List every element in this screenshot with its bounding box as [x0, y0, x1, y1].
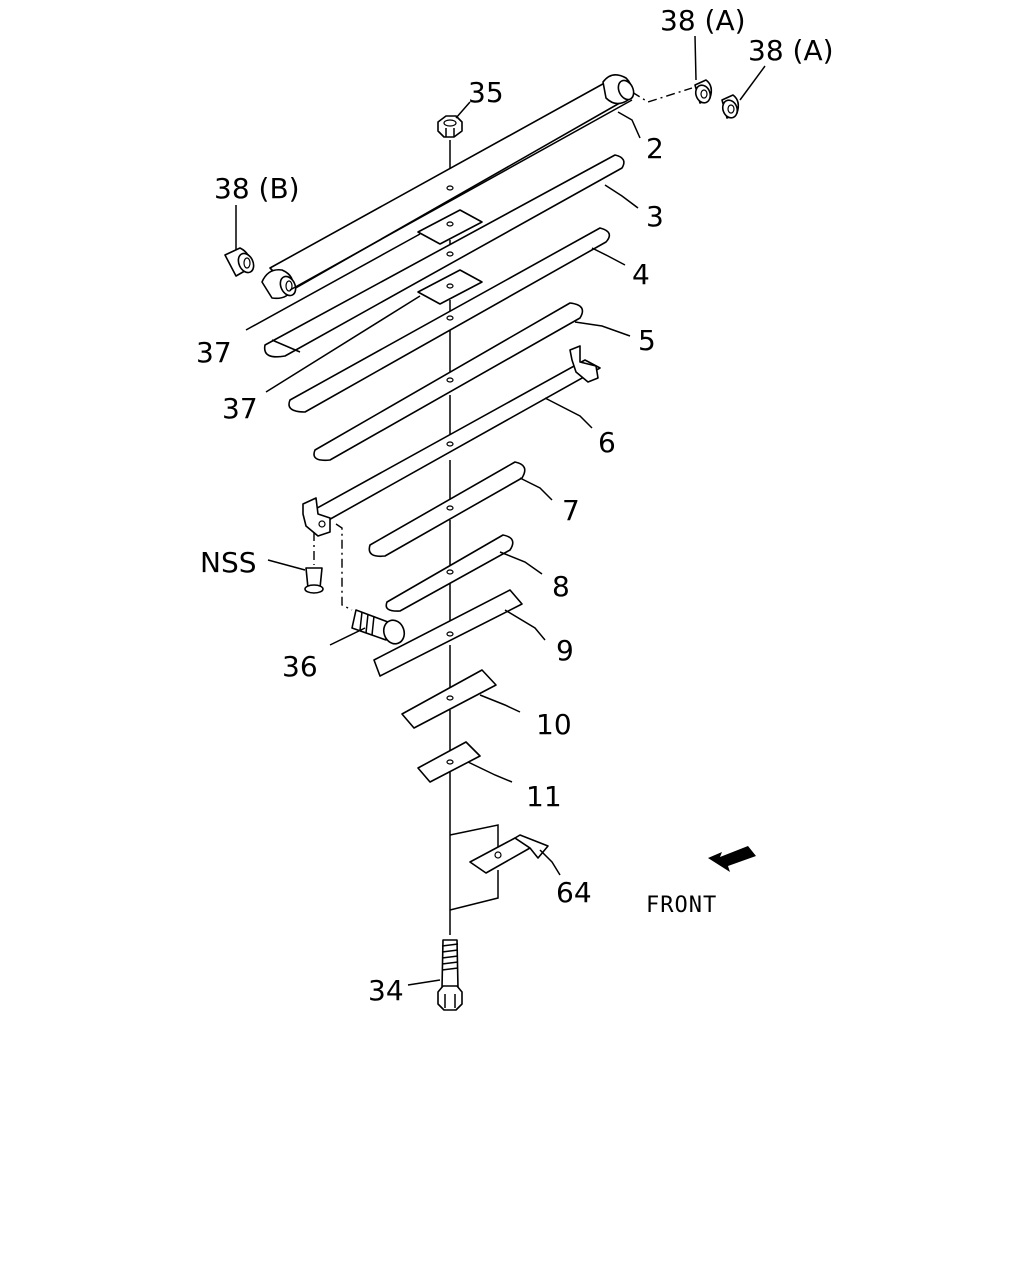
label-8: 8 — [552, 570, 570, 603]
label-38b: 38 (B) — [214, 172, 300, 205]
spacer-9 — [373, 589, 523, 677]
label-front: FRONT — [646, 893, 717, 918]
label-34: 34 — [368, 974, 404, 1007]
label-36: 36 — [282, 650, 318, 683]
label-3: 3 — [646, 200, 664, 233]
label-10: 10 — [536, 708, 572, 741]
bushing-38a-1 — [694, 79, 713, 104]
label-9: 9 — [556, 634, 574, 667]
label-7: 7 — [562, 494, 580, 527]
front-arrow-icon — [708, 846, 756, 872]
label-38a-2: 38 (A) — [748, 34, 834, 67]
leaf-8 — [385, 534, 514, 612]
liner-pad-37-lower — [417, 269, 483, 305]
label-6: 6 — [598, 426, 616, 459]
spacer-11 — [417, 741, 481, 783]
nss-pin — [304, 532, 324, 594]
bolt-36 — [335, 523, 406, 645]
leaf-3 — [263, 154, 625, 358]
liner-pad-37-upper — [417, 209, 483, 245]
label-37-2: 37 — [222, 392, 258, 425]
label-nss: NSS — [200, 546, 257, 579]
label-37-1: 37 — [196, 336, 232, 369]
label-11: 11 — [526, 780, 562, 813]
leaf-4 — [288, 227, 611, 413]
leaf-7 — [368, 461, 526, 558]
bushing-38a-2 — [721, 94, 740, 119]
label-4: 4 — [632, 258, 650, 291]
nut-35 — [437, 115, 463, 138]
label-5: 5 — [638, 324, 656, 357]
bolt-34 — [437, 939, 463, 1011]
label-2: 2 — [646, 132, 664, 165]
label-64: 64 — [556, 876, 592, 909]
leader-lines — [235, 35, 766, 986]
main-leaf-2 — [261, 74, 635, 300]
leaf-5 — [313, 302, 584, 462]
leaf-6 — [302, 345, 601, 537]
label-35: 35 — [468, 76, 504, 109]
bracket-64 — [449, 824, 549, 911]
label-38a-1: 38 (A) — [660, 4, 746, 37]
bushing-38b — [224, 247, 255, 277]
spacer-10 — [401, 669, 497, 729]
bushing-38a-pair — [631, 79, 740, 119]
